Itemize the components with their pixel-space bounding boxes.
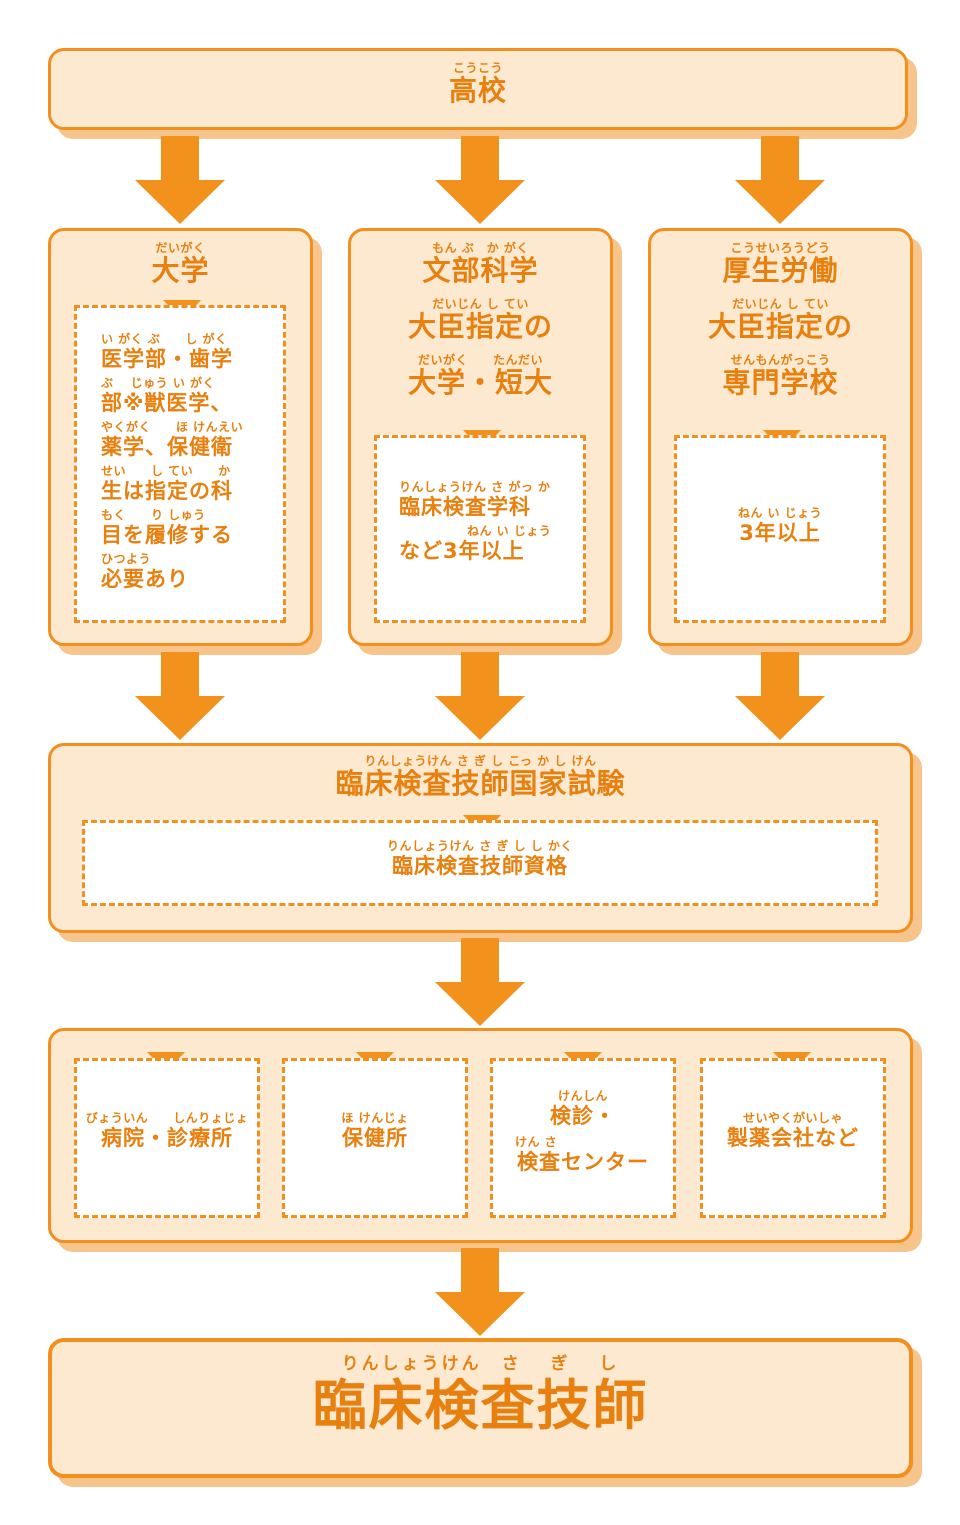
workplace-ruby: けんしん [557, 1089, 608, 1103]
workplace-label: 検診・ [550, 1104, 616, 1128]
mext-ruby: だいがく たんだい [417, 353, 543, 367]
detail-line: 生は指定の科 [101, 479, 233, 503]
workplace-ruby: ほ けんじょ [341, 1111, 409, 1125]
mext-detail-ruby: りんしょうけん さ がっ か [399, 480, 551, 494]
detail-ruby: もく り しゅう [101, 508, 206, 522]
arrow-down-icon [135, 652, 225, 740]
university-ruby: だいがく [155, 241, 206, 255]
arrow-down-icon [435, 938, 525, 1026]
mext-title-line2: 大臣指定の [407, 310, 553, 343]
high-school-ruby: こうこう [452, 61, 503, 75]
detail-ruby: せい し てい か [101, 464, 231, 478]
mext-title-line1: 文部科学 [422, 254, 539, 287]
goal-label: 臨床検査技師 [312, 1374, 649, 1437]
workplace-ruby: せいやくがいしゃ [742, 1111, 843, 1125]
mhlw-title-line2: 大臣指定の [707, 310, 853, 343]
detail-line: 部※獣医学、 [101, 391, 233, 415]
mhlw-detail-box: ねん い じょう 3年以上 [674, 435, 886, 623]
workplace-label: 保健所 [342, 1126, 408, 1150]
workplace-label: 病院・診療所 [101, 1126, 233, 1150]
exam-label: 臨床検査技師国家試験 [335, 767, 626, 800]
workplace-label: 製薬会社など [727, 1126, 859, 1150]
qualification-box: りんしょうけん さ ぎ し し かく 臨床検査技師資格 [82, 820, 878, 906]
workplace-card: びょういん しんりょじょ 病院・診療所 [74, 1058, 260, 1218]
mext-title-line3: 大学・短大 [407, 366, 553, 399]
mhlw-detail-line: 3年以上 [739, 521, 821, 545]
detail-ruby: やくがく ほ けんえい [101, 420, 244, 434]
mhlw-ruby: せんもんがっこう [730, 353, 831, 367]
arrow-down-icon [135, 136, 225, 224]
mhlw-ruby: だいじん し てい [732, 297, 829, 311]
mhlw-title-line1: 厚生労働 [722, 254, 839, 287]
university-detail-box: い がく ぶ し がく 医学部・歯学 ぶ じゅう い がく 部※獣医学、 やくが… [74, 305, 286, 623]
mext-detail-line2: など3年以上 [399, 539, 525, 563]
arrow-down-icon [435, 136, 525, 224]
detail-ruby: い がく ぶ し がく [101, 332, 228, 346]
qualification-label: 臨床検査技師資格 [392, 854, 568, 878]
workplace-ruby: びょういん しんりょじょ [85, 1111, 249, 1125]
mhlw-ruby: こうせいろうどう [730, 241, 831, 255]
workplace-label: 検査センター [517, 1150, 649, 1174]
goal-ruby: りんしょうけん さ ぎ し [341, 1354, 620, 1374]
goal-box: りんしょうけん さ ぎ し 臨床検査技師 [48, 1338, 913, 1478]
mext-detail-line1: 臨床検査学科 [399, 495, 531, 519]
university-title: 大学 [151, 254, 210, 287]
workplace-card: ほ けんじょ 保健所 [282, 1058, 468, 1218]
mhlw-title-line3: 専門学校 [722, 366, 839, 399]
mext-detail-ruby: ねん い じょう [467, 524, 552, 538]
detail-line: 必要あり [101, 567, 189, 591]
exam-ruby: りんしょうけん さ ぎ し こっ か し けん [364, 754, 597, 768]
detail-line: 薬学、保健衛 [101, 435, 233, 459]
mext-ruby: もん ぶ か がく [432, 241, 529, 255]
detail-ruby: ぶ じゅう い がく [101, 376, 216, 390]
detail-line: 目を履修する [101, 523, 233, 547]
arrow-down-icon [735, 136, 825, 224]
mhlw-detail-ruby: ねん い じょう [737, 506, 823, 520]
workplace-card: せいやくがいしゃ 製薬会社など [700, 1058, 886, 1218]
detail-line: 医学部・歯学 [101, 347, 233, 371]
workplace-card: けんしん 検診・ けん さ 検査センター [490, 1058, 676, 1218]
arrow-down-icon [735, 652, 825, 740]
qualification-ruby: りんしょうけん さ ぎ し し かく [387, 839, 573, 853]
detail-ruby: ひつよう [101, 552, 152, 566]
mext-detail-box: りんしょうけん さ がっ か 臨床検査学科 ねん い じょう など3年以上 [374, 435, 586, 623]
arrow-down-icon [435, 1248, 525, 1336]
mext-ruby: だいじん し てい [432, 297, 529, 311]
high-school-label: 高校 [448, 74, 507, 107]
arrow-down-icon [435, 652, 525, 740]
high-school-box: こうこう 高校 [48, 48, 908, 130]
workplace-ruby: けん さ [515, 1135, 558, 1149]
